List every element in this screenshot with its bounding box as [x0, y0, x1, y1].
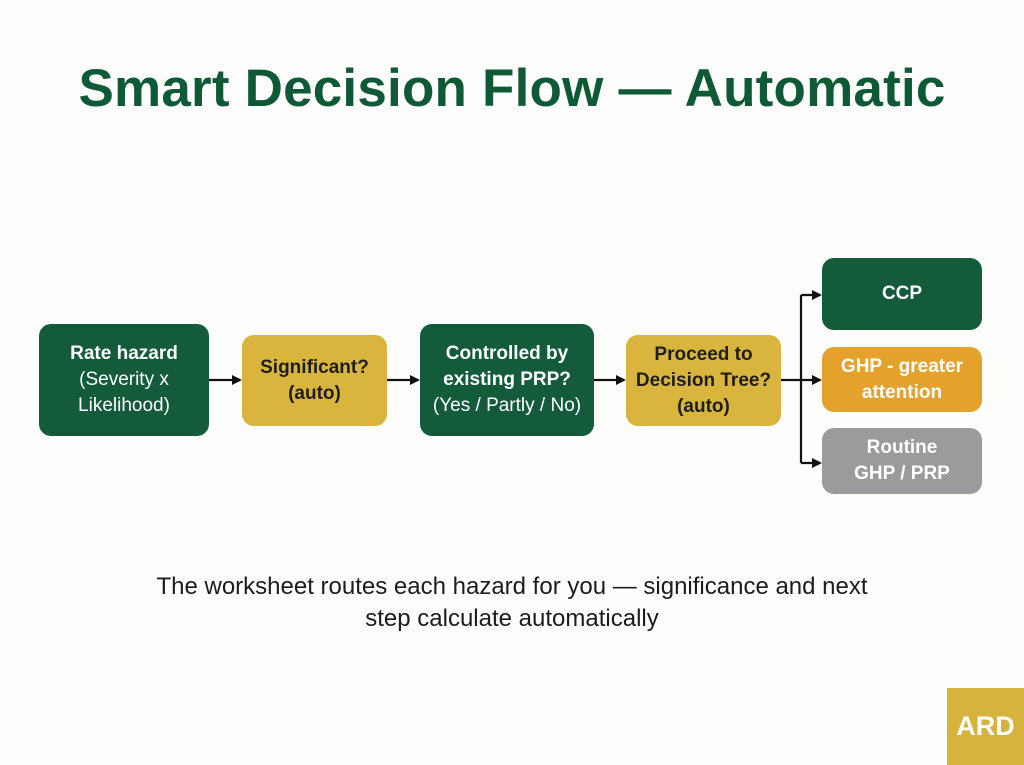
page-title: Smart Decision Flow — Automatic [78, 59, 946, 118]
outcome-ghp-greater-attention: GHP - greater attention [822, 347, 982, 412]
node-proceed-detail: (auto) [677, 395, 730, 417]
node-rate-hazard-title: Rate hazard [70, 343, 178, 364]
node-rate-hazard: Rate hazard (Severity x Likelihood) [39, 324, 209, 436]
outcome-routine-ghp-prp: Routine GHP / PRP [822, 428, 982, 494]
node-controlled-detail: (Yes / Partly / No) [432, 395, 582, 416]
node-rate-hazard-detail-2: Likelihood) [78, 395, 170, 416]
caption-line-2: step calculate automatically [365, 605, 659, 632]
outcome-ccp-label: CCP [881, 283, 923, 304]
node-proceed-title-2: Decision Tree? [635, 369, 772, 391]
node-significant: Significant? (auto) [242, 335, 387, 426]
node-significant-title: Significant? [260, 356, 369, 378]
caption-line-1: The worksheet routes each hazard for you… [156, 573, 868, 600]
node-controlled-title-1: Controlled by [445, 343, 569, 364]
caption: The worksheet routes each hazard for you… [112, 571, 912, 635]
node-controlled-by-prp: Controlled by existing PRP? (Yes / Partl… [420, 324, 594, 436]
node-proceed-decision-tree: Proceed to Decision Tree? (auto) [626, 335, 781, 426]
outcome-ghp-label-2: attention [861, 381, 943, 403]
outcome-routine-label-1: Routine [866, 437, 938, 458]
ard-logo-badge: ARD [947, 688, 1024, 765]
outcome-ghp-label-1: GHP - greater [840, 355, 964, 377]
node-controlled-title-2: existing PRP? [443, 369, 571, 390]
node-proceed-title-1: Proceed to [654, 343, 753, 365]
node-significant-detail: (auto) [288, 382, 341, 404]
outcome-ccp: CCP [822, 258, 982, 330]
outcome-routine-label-2: GHP / PRP [854, 463, 950, 484]
node-rate-hazard-detail-1: (Severity x [79, 369, 169, 390]
